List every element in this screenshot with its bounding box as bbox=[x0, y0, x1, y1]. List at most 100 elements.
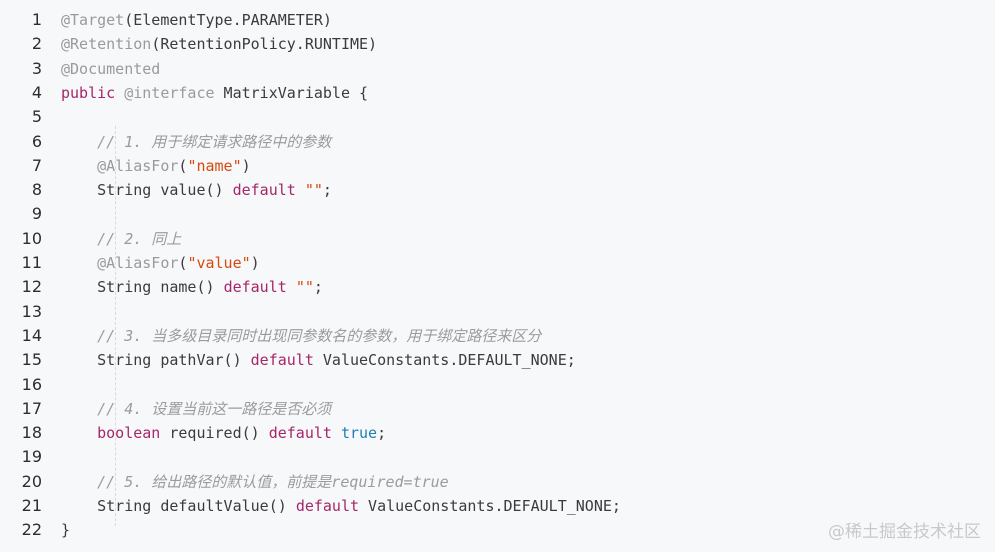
code-line: 13 bbox=[0, 300, 945, 324]
line-number: 6 bbox=[31, 131, 42, 151]
code-text: String name() default ""; bbox=[61, 275, 323, 299]
code-token-plain bbox=[115, 84, 124, 102]
code-token-str: "" bbox=[295, 278, 314, 297]
code-line: 5 bbox=[0, 105, 945, 129]
code-token-ann: @AliasFor bbox=[97, 156, 179, 175]
code-line: 11 @AliasFor("value") bbox=[0, 251, 945, 275]
code-token-plain bbox=[296, 181, 305, 199]
code-token-kw: public bbox=[61, 83, 116, 102]
code-token-plain: ; bbox=[322, 181, 332, 200]
code-line: 1 @Target(ElementType.PARAMETER) bbox=[0, 8, 945, 32]
code-text: boolean required() default true; bbox=[61, 421, 386, 445]
code-token-com: // 4. 设置当前这一路径是否必须 bbox=[97, 399, 332, 418]
code-token-bool: true bbox=[340, 424, 378, 443]
code-text: // 4. 设置当前这一路径是否必须 bbox=[61, 397, 331, 421]
line-number: 19 bbox=[21, 447, 42, 467]
line-number: 7 bbox=[31, 155, 42, 175]
code-text: @Documented bbox=[61, 57, 160, 81]
line-number: 8 bbox=[31, 180, 42, 200]
line-number: 9 bbox=[31, 204, 42, 224]
code-line: 17 // 4. 设置当前这一路径是否必须 bbox=[0, 397, 945, 421]
code-token-plain bbox=[61, 400, 97, 418]
code-line: 14 // 3. 当多级目录同时出现同参数名的参数，用于绑定路径来区分 bbox=[0, 324, 945, 348]
code-token-str: "" bbox=[304, 181, 323, 200]
code-text: // 1. 用于绑定请求路径中的参数 bbox=[61, 130, 331, 154]
code-line: 7 @AliasFor("name") bbox=[0, 154, 945, 178]
code-line: 4 public @interface MatrixVariable { bbox=[0, 81, 945, 105]
code-line: 18 boolean required() default true; bbox=[0, 421, 945, 445]
code-token-plain: (RetentionPolicy.RUNTIME) bbox=[151, 35, 378, 54]
code-token-kw: boolean bbox=[97, 424, 161, 443]
line-number-gutter bbox=[0, 0, 50, 552]
code-token-plain: String value() bbox=[61, 181, 233, 200]
code-line: 19 bbox=[0, 445, 945, 469]
code-line: 8 String value() default ""; bbox=[0, 178, 945, 202]
code-token-plain bbox=[61, 133, 97, 151]
code-token-plain: ) bbox=[250, 254, 260, 272]
code-token-plain: ( bbox=[178, 156, 188, 175]
code-token-plain bbox=[61, 473, 97, 491]
code-line: 2 @Retention(RetentionPolicy.RUNTIME) bbox=[0, 32, 945, 56]
code-token-str: "name" bbox=[187, 156, 242, 175]
code-line: 20 // 5. 给出路径的默认值，前提是required=true bbox=[0, 470, 945, 494]
code-token-kw: default bbox=[232, 181, 296, 200]
code-token-plain: MatrixVariable { bbox=[214, 83, 369, 102]
line-number: 21 bbox=[21, 496, 42, 515]
code-token-plain: (ElementType.PARAMETER) bbox=[124, 11, 332, 29]
code-line: 22} bbox=[0, 518, 945, 542]
line-number: 13 bbox=[21, 301, 42, 321]
line-number: 14 bbox=[21, 325, 42, 345]
code-text: @AliasFor("name") bbox=[61, 154, 251, 178]
line-number: 1 bbox=[31, 10, 42, 29]
line-number: 2 bbox=[31, 34, 42, 54]
line-number: 20 bbox=[21, 471, 42, 491]
code-token-plain: required() bbox=[160, 424, 269, 443]
code-text: public @interface MatrixVariable { bbox=[61, 81, 368, 105]
code-token-ann: @AliasFor bbox=[97, 254, 179, 272]
code-line: 10 // 2. 同上 bbox=[0, 227, 945, 251]
watermark: @稀土掘金技术社区 bbox=[828, 522, 981, 542]
code-token-plain: String pathVar() bbox=[61, 351, 251, 370]
code-text: // 5. 给出路径的默认值，前提是required=true bbox=[61, 470, 449, 494]
code-token-kw: default bbox=[268, 424, 332, 443]
code-token-com: // 1. 用于绑定请求路径中的参数 bbox=[97, 132, 332, 151]
code-token-ann: @interface bbox=[124, 83, 215, 102]
code-token-plain: ( bbox=[178, 254, 188, 272]
code-text: // 2. 同上 bbox=[61, 227, 181, 251]
code-text: @Target(ElementType.PARAMETER) bbox=[61, 8, 332, 32]
line-number: 22 bbox=[21, 520, 42, 540]
code-area: 1 @Target(ElementType.PARAMETER) 2 @Retenti… bbox=[22, 0, 995, 552]
code-token-com: // 2. 同上 bbox=[97, 229, 182, 248]
code-token-plain bbox=[287, 278, 296, 296]
code-text: // 3. 当多级目录同时出现同参数名的参数，用于绑定路径来区分 bbox=[61, 324, 541, 348]
code-token-ann: @Documented bbox=[61, 59, 161, 78]
code-token-plain: ; bbox=[313, 278, 323, 297]
code-text: @AliasFor("value") bbox=[61, 251, 260, 275]
line-number: 10 bbox=[21, 228, 42, 248]
code-token-plain: } bbox=[61, 521, 71, 540]
line-number: 4 bbox=[31, 82, 42, 102]
code-token-kw: default bbox=[250, 351, 314, 370]
code-text: String value() default ""; bbox=[61, 178, 332, 202]
code-token-plain: ValueConstants.DEFAULT_NONE; bbox=[359, 497, 621, 515]
code-token-plain: ; bbox=[377, 424, 387, 443]
code-token-plain bbox=[61, 424, 97, 442]
code-token-plain: String defaultValue() bbox=[61, 497, 296, 515]
code-token-str: "value" bbox=[187, 254, 251, 272]
code-token-com: // 5. 给出路径的默认值，前提是required=true bbox=[97, 472, 449, 491]
line-number: 15 bbox=[21, 350, 42, 370]
code-line: 16 bbox=[0, 373, 945, 397]
code-line: 21 String defaultValue() default ValueCo… bbox=[0, 494, 945, 518]
code-line: 12 String name() default ""; bbox=[0, 275, 945, 299]
line-number: 12 bbox=[21, 277, 42, 297]
code-text: String defaultValue() default ValueConst… bbox=[61, 494, 621, 518]
code-token-plain bbox=[61, 157, 97, 175]
code-token-plain bbox=[332, 424, 341, 442]
code-line: 6 // 1. 用于绑定请求路径中的参数 bbox=[0, 130, 945, 154]
code-token-com: // 3. 当多级目录同时出现同参数名的参数，用于绑定路径来区分 bbox=[97, 326, 542, 345]
code-token-plain: String name() bbox=[61, 278, 224, 297]
code-line: 3@Documented bbox=[0, 57, 945, 81]
code-text: @Retention(RetentionPolicy.RUNTIME) bbox=[61, 32, 377, 56]
code-token-ann: @Retention bbox=[61, 35, 152, 54]
